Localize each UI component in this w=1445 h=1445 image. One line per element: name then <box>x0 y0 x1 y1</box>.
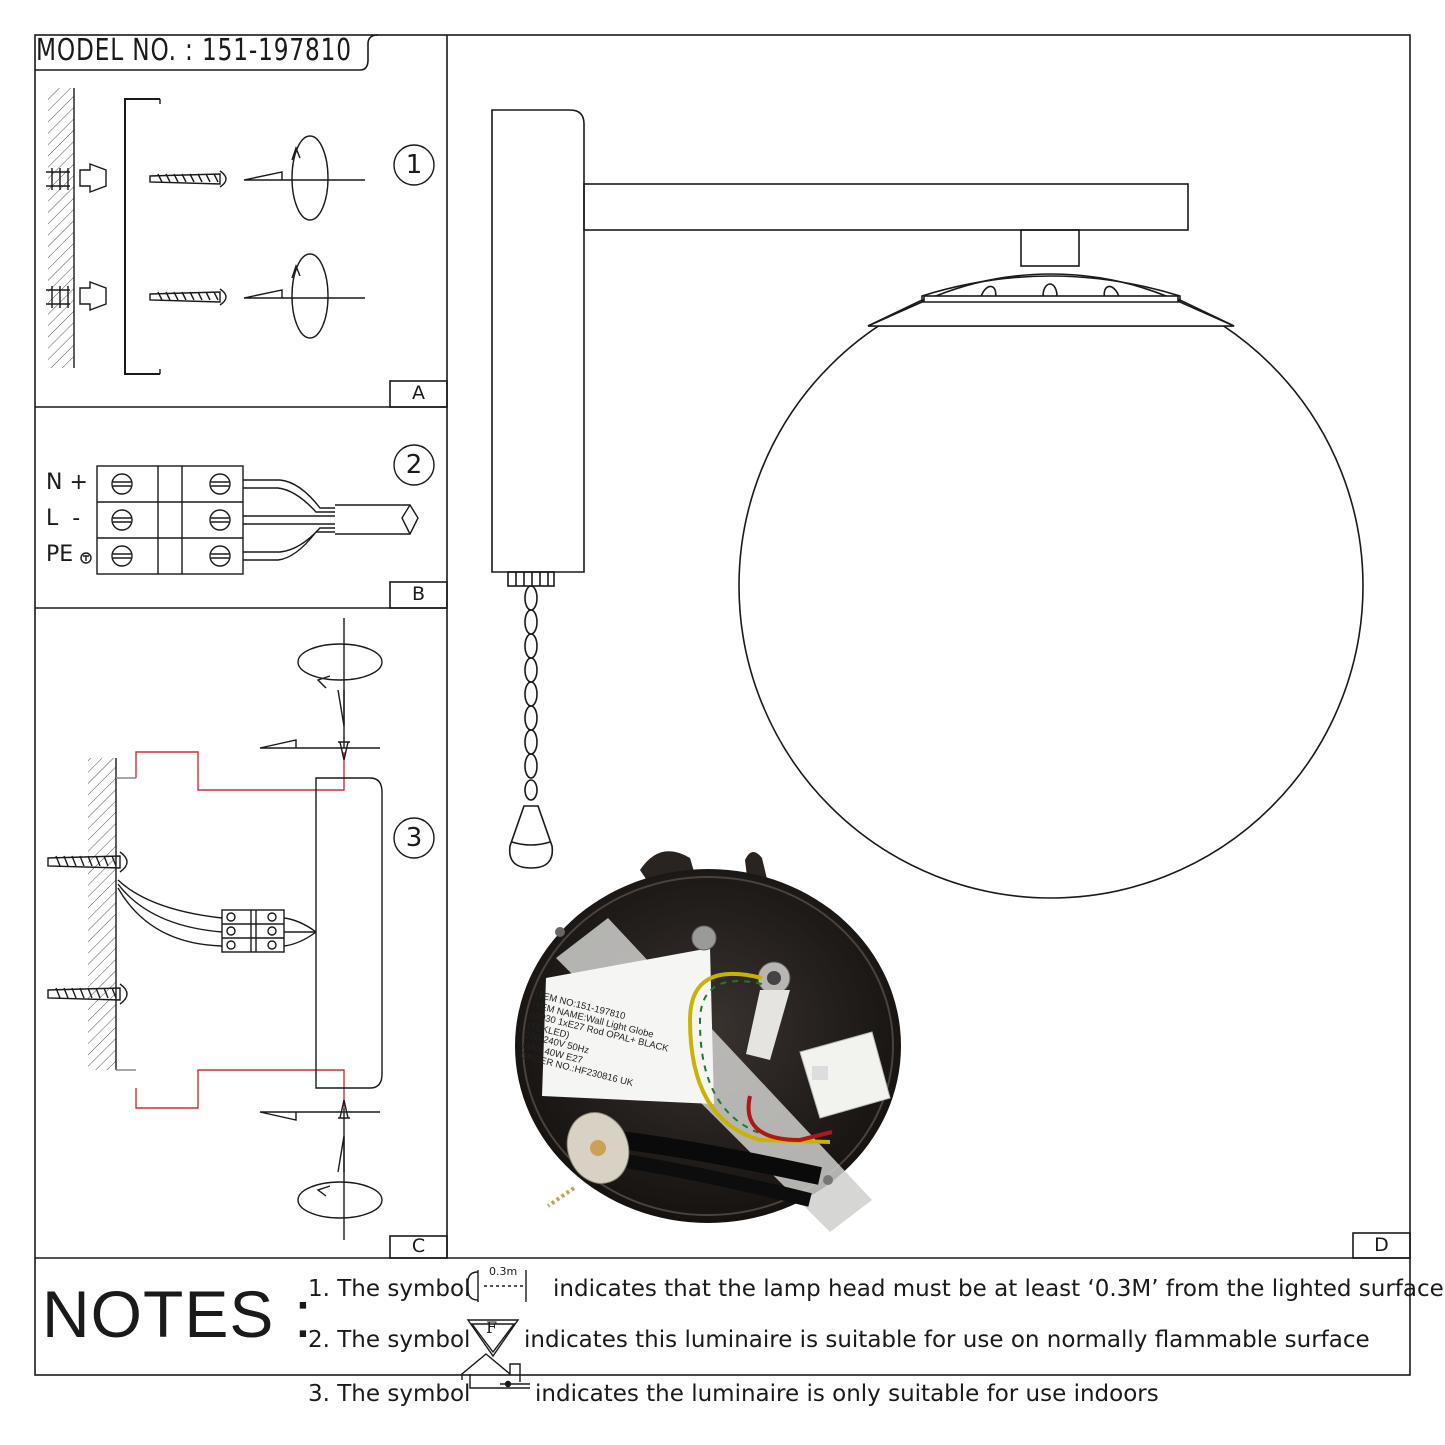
panel-c-drawing <box>47 618 435 1240</box>
backplate-photo <box>515 851 901 1232</box>
panel-a-drawing <box>46 88 435 375</box>
rotate-arrow-icon <box>243 253 365 339</box>
terminal-screw-icon <box>226 912 277 950</box>
note-2-prefix: 2. The symbol <box>308 1327 471 1353</box>
frame <box>34 34 1411 1376</box>
terminal-label-earth: PE <box>46 542 74 567</box>
panel-d-label: D <box>1374 1234 1389 1256</box>
screw-icon <box>47 983 128 1005</box>
screw-icon <box>47 851 128 873</box>
cable <box>243 479 419 561</box>
terminal-screw-icon <box>111 473 231 567</box>
screw-icon <box>149 170 227 188</box>
step-3-number: 3 <box>405 823 423 853</box>
note-2-text: indicates this luminaire is suitable for… <box>524 1327 1370 1353</box>
terminal-label-neutral: N + <box>46 470 88 495</box>
wall-plug-top <box>46 162 107 194</box>
earth-icon <box>80 552 92 564</box>
screw-icon <box>149 288 227 306</box>
earth-icon <box>83 555 89 561</box>
panel-b-label: B <box>411 583 426 605</box>
note-3-text: indicates the luminaire is only suitable… <box>535 1381 1159 1407</box>
pull-chain <box>524 585 538 801</box>
note-3-prefix: 3. The symbol <box>308 1381 471 1407</box>
indoor-use-icon <box>461 1353 530 1389</box>
distance-symbol-text: 0.3m <box>489 1265 518 1278</box>
step-2-number: 2 <box>405 450 423 480</box>
distance-symbol-icon <box>467 1270 527 1302</box>
panel-b-drawing <box>80 444 435 575</box>
note-1-prefix: 1. The symbol <box>308 1276 471 1302</box>
step-1-number: 1 <box>405 150 423 180</box>
flammable-symbol-text: F <box>486 1318 498 1337</box>
terminal-label-live: L - <box>46 506 81 531</box>
wall-plug-bottom <box>46 280 107 312</box>
rotate-arrow-icon <box>243 135 365 221</box>
panel-c-label: C <box>411 1235 426 1257</box>
model-number: MODEL NO. : 151-197810 <box>36 33 352 68</box>
panel-a-label: A <box>412 382 425 404</box>
notes-title: NOTES : <box>42 1277 314 1351</box>
wall-light-drawing <box>491 109 1364 899</box>
flammable-surface-icon <box>466 1319 520 1358</box>
note-1-text: indicates that the lamp head must be at … <box>553 1276 1444 1302</box>
